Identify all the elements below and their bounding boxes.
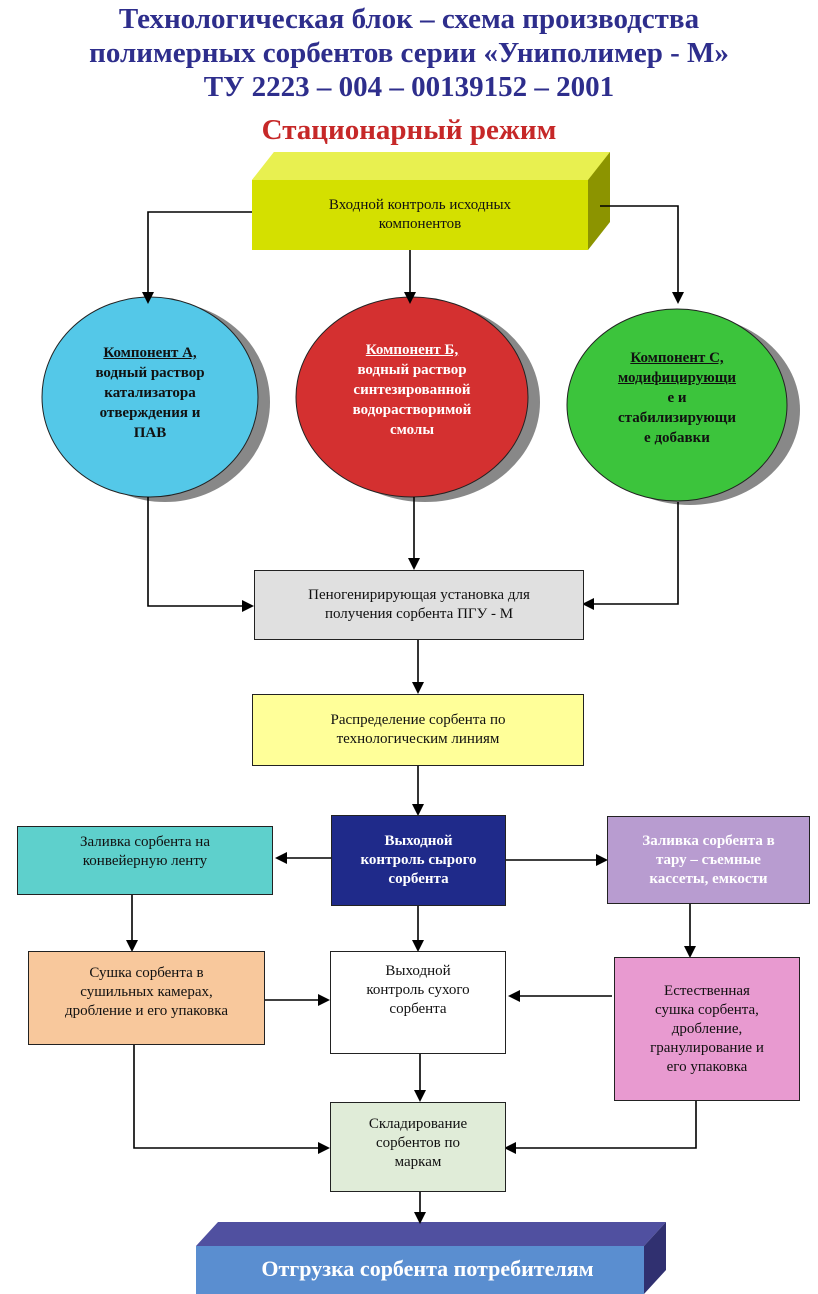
container-fill-box: Заливка сорбента в тару – съемные кассет…	[607, 816, 810, 904]
belt-fill-box: Заливка сорбента на конвейерную ленту	[17, 826, 273, 895]
raw-control-line3: сорбента	[388, 871, 449, 887]
dry-control-box: Выходной контроль сухого сорбента	[330, 951, 506, 1054]
belt-fill-line2: конвейерную ленту	[82, 853, 208, 869]
component-a-line4: ПАВ	[133, 425, 167, 441]
container-fill-line1: Заливка сорбента в	[642, 832, 775, 849]
input-control-box: Входной контроль исходных компонентов	[252, 180, 588, 250]
component-c-line3: стабилизирующи	[618, 410, 736, 426]
storage-line1: Складирование	[368, 1116, 468, 1132]
raw-control-line2: контроль сырого	[360, 852, 477, 868]
natural-drying-line4: гранулирование и	[650, 1039, 764, 1056]
chamber-drying-box: Сушка сорбента в сушильных камерах, дроб…	[28, 951, 265, 1045]
mode-label: Стационарный режим	[261, 114, 557, 146]
distribution-line2: технологическим линиям	[336, 731, 500, 747]
dry-control-line2: контроль сухого	[366, 982, 470, 998]
belt-fill-line1: Заливка сорбента на	[80, 834, 210, 850]
component-c-line1: модифицирующи	[617, 370, 737, 386]
component-c-line2: е и	[667, 390, 687, 406]
component-c-text: Компонент С, модифицирующи е и стабилизи…	[592, 348, 762, 448]
component-b-text: Компонент Б, водный раствор синтезирован…	[316, 340, 508, 440]
component-b-line2: синтезированной	[353, 382, 471, 398]
raw-control-box: Выходной контроль сырого сорбента	[331, 815, 506, 906]
natural-drying-line5: его упаковка	[666, 1058, 748, 1075]
natural-drying-line3: дробление,	[671, 1020, 743, 1037]
distribution-box: Распределение сорбента по технологически…	[252, 694, 584, 766]
container-fill-line3: кассеты, емкости	[649, 870, 768, 887]
diagram-title-line3: ТУ 2223 – 004 – 00139152 – 2001	[203, 71, 615, 103]
chamber-drying-line1: Сушка сорбента в	[89, 965, 204, 981]
foam-unit-line2: получения сорбента ПГУ - М	[324, 606, 514, 622]
container-fill-line2: тару – съемные	[655, 851, 761, 868]
component-b-head: Компонент Б,	[365, 342, 459, 358]
component-a-line2: катализатора	[104, 385, 196, 401]
component-b-line1: водный раствор	[357, 362, 467, 378]
diagram-title-line2: полимерных сорбентов серии «Униполимер -…	[89, 37, 729, 69]
foam-unit-line1: Пеногенирирующая установка для	[308, 587, 530, 603]
storage-box: Складирование сорбентов по маркам	[330, 1102, 506, 1192]
storage-line3: маркам	[394, 1154, 442, 1170]
raw-control-line1: Выходной	[384, 833, 453, 849]
component-c-head: Компонент С,	[630, 350, 724, 366]
component-a-head: Компонент А,	[103, 345, 197, 361]
component-c-line4: е добавки	[644, 430, 710, 446]
component-a-line1: водный раствор	[95, 365, 205, 381]
component-b-line3: водорастворимой	[352, 402, 472, 418]
chamber-drying-line3: дробление и его упаковка	[65, 1003, 228, 1019]
dry-control-line3: сорбента	[389, 1001, 447, 1017]
shipment-label: Отгрузка сорбента потребителям	[261, 1256, 594, 1281]
natural-drying-box: Естественная сушка сорбента, дробление, …	[614, 957, 800, 1101]
storage-line2: сорбентов по	[375, 1135, 460, 1151]
shipment-block	[196, 1222, 666, 1294]
dry-control-line1: Выходной	[385, 963, 451, 979]
component-a-text: Компонент А, водный раствор катализатора…	[62, 343, 238, 443]
foam-unit-box: Пеногенирирующая установка для получения…	[254, 570, 584, 640]
natural-drying-line2: сушка сорбента,	[655, 1001, 759, 1018]
natural-drying-line1: Естественная	[664, 982, 750, 999]
diagram-title-line1: Технологическая блок – схема производств…	[118, 3, 700, 35]
component-a-line3: отверждения и	[99, 405, 201, 421]
chamber-drying-line2: сушильных камерах,	[80, 984, 213, 1000]
input-control-line1: Входной контроль исходных	[328, 197, 512, 213]
component-c-ellipse	[566, 308, 788, 502]
input-control-block	[252, 152, 610, 250]
component-b-line4: смолы	[389, 422, 435, 438]
input-control-line2: компонентов	[378, 216, 462, 232]
distribution-line1: Распределение сорбента по	[330, 712, 506, 728]
